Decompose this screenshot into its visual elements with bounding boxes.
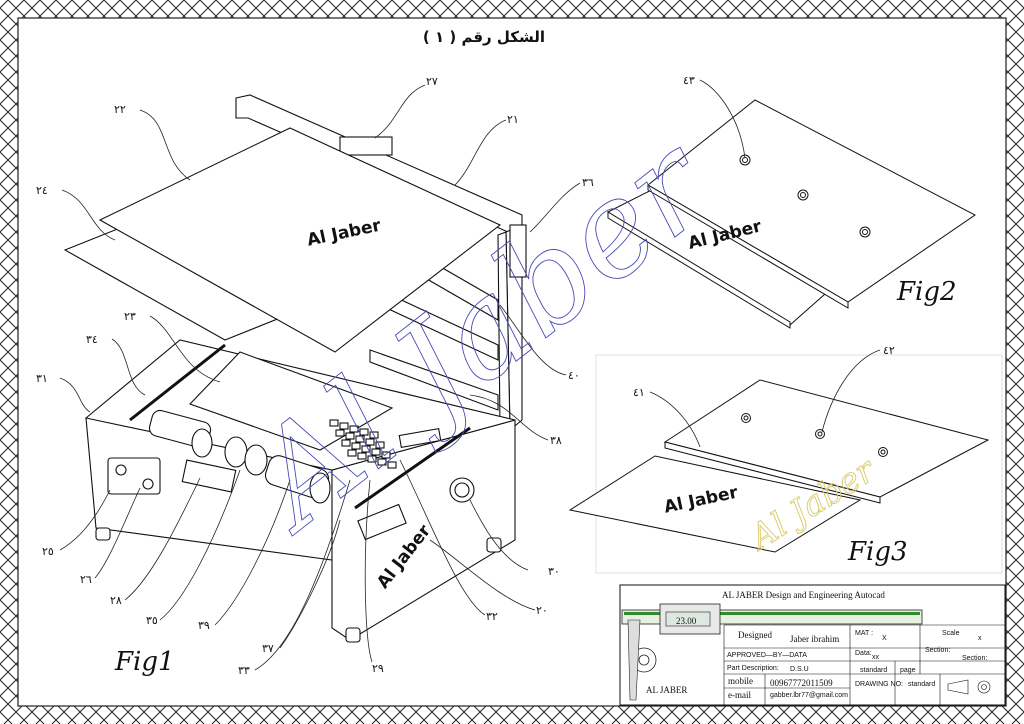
callout-25: ٢٥ [42, 545, 54, 558]
callout-20: ٢٠ [536, 604, 548, 617]
tb-company: AL JABER [646, 685, 687, 695]
callout-37: ٣٧ [262, 642, 274, 655]
title-block: 23.00 AL JABER Design and Engineering Au… [619, 584, 1006, 706]
fig3-drawing [568, 379, 990, 553]
tb-drawing-no: DRAWING NO: [855, 681, 903, 688]
tb-standard-2: standard [908, 681, 935, 688]
caliper-reading: 23.00 [676, 616, 697, 626]
callout-31: ٣١ [36, 372, 48, 385]
tb-designed-label: Designed [738, 630, 772, 640]
front-vent [181, 459, 237, 493]
fig2-drawing [606, 99, 976, 329]
tb-data-label: Data: [855, 650, 872, 657]
lid-upper [98, 127, 502, 353]
fig2-label: Fig2 [896, 277, 957, 307]
callout-26: ٢٦ [80, 573, 92, 586]
handle [357, 503, 407, 541]
fig1-label: Fig1 [114, 647, 175, 677]
tb-designer: Jaber ibrahim [790, 634, 839, 644]
tb-email-label: e-mail [728, 690, 751, 700]
callout-32: ٣٢ [486, 610, 498, 623]
tb-mat-label: MAT : [855, 630, 873, 637]
callout-29: ٢٩ [372, 662, 384, 675]
caliper-icon [621, 603, 923, 701]
tb-standard-1: standard [860, 667, 887, 674]
tb-part-label: Part Description: [727, 665, 779, 672]
callout-38: ٣٨ [550, 434, 562, 447]
side-latch [509, 224, 527, 278]
callout-23: ٢٣ [124, 310, 136, 323]
callout-34: ٣٤ [86, 333, 98, 346]
callout-40: ٤٠ [568, 369, 580, 382]
tb-section-label: Section: [925, 647, 950, 654]
projection-symbol-icon [947, 679, 991, 695]
tb-scale-value: x [978, 635, 982, 642]
callout-24: ٢٤ [36, 184, 48, 197]
callout-36: ٣٦ [582, 176, 594, 189]
callout-42: ٤٢ [883, 344, 895, 357]
tb-mat-value: X [882, 635, 887, 642]
tb-section-value: Section: [962, 655, 987, 662]
tb-heading: AL JABER Design and Engineering Autocad [722, 590, 885, 600]
callout-43: ٤٣ [683, 74, 695, 87]
tb-mobile: 00967772011509 [770, 678, 833, 688]
sheet-title: الشكل رقم ( ١ ) [423, 28, 545, 46]
callout-35: ٣٥ [146, 614, 158, 627]
tb-part-value: D.S.U [790, 666, 809, 673]
callout-30: ٣٠ [548, 565, 560, 578]
tb-page-label: page [900, 667, 916, 674]
leader-lines [59, 79, 881, 671]
callout-41: ٤١ [633, 386, 645, 399]
callout-21: ٢١ [507, 113, 519, 126]
tb-mobile-label: mobile [728, 676, 753, 686]
tb-data-value: xx [872, 654, 880, 661]
keypad [329, 419, 442, 469]
callout-39: ٣٩ [198, 619, 210, 632]
callout-28: ٢٨ [110, 594, 122, 607]
tb-approved: APPROVED—BY—DATA [727, 652, 807, 659]
callout-22: ٢٢ [114, 103, 126, 116]
fig1-drawing [63, 94, 527, 643]
fig3-label: Fig3 [847, 537, 908, 567]
top-clip [339, 136, 393, 156]
tb-email: gabber.lbr77@gmail.com [770, 692, 848, 699]
callout-27: ٢٧ [426, 75, 438, 88]
tb-scale-label: Scale [942, 630, 960, 637]
callouts: ٢٢ ٢٤ ٢٣ ٣٤ ٣١ ٢٧ ٢١ ٣٦ ٤٠ ٣٨ ٣٠ ٢٠ ٣٢ ٢… [36, 74, 895, 677]
fig3-plate-bottom [568, 455, 862, 553]
callout-33: ٣٣ [238, 664, 250, 677]
port-panel [107, 457, 161, 495]
